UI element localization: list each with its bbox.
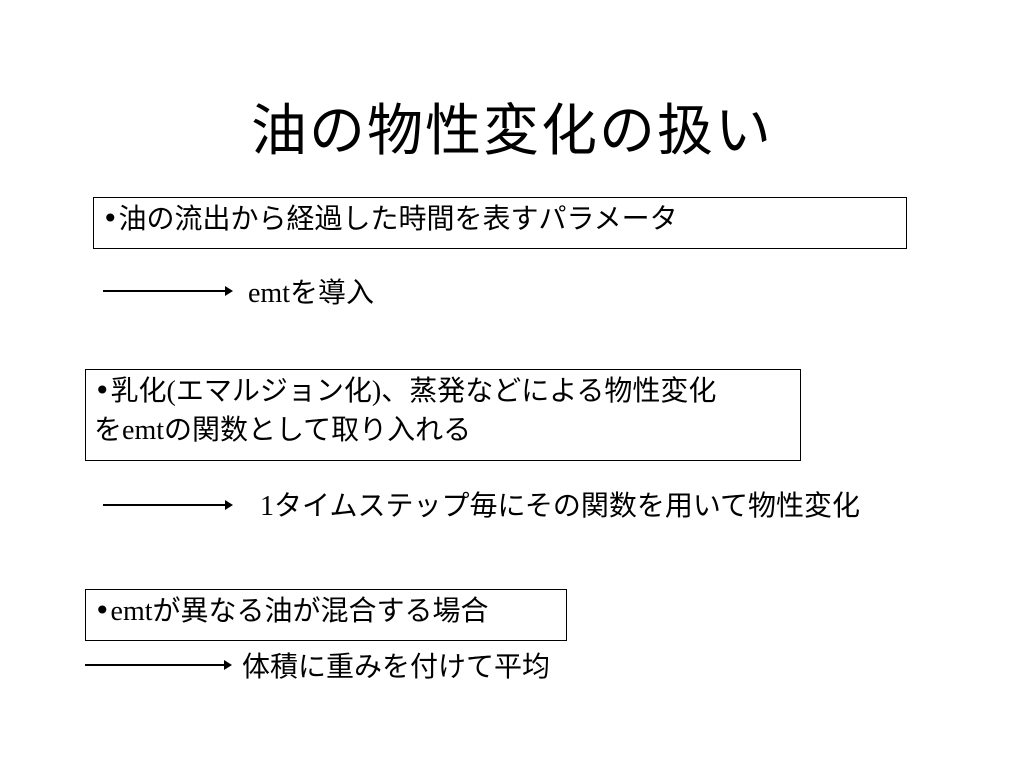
emt-term: emt [122, 415, 165, 446]
bullet-text: が異なる油が混合する場合 [152, 594, 489, 627]
note-text: を導入 [290, 276, 375, 309]
bullet-mark: • [94, 594, 111, 627]
arrow-icon [85, 660, 232, 670]
number-one: 1 [260, 491, 274, 522]
bullet-text: 油の流出から経過した時間を表すパラメータ [118, 202, 678, 235]
text-segment: を [94, 413, 123, 446]
paren-open: ( [166, 376, 176, 407]
bullet-box-emulsification: •乳化(エマルジョン化)、蒸発などによる物性変化 をemtの関数として取り入れる [85, 369, 801, 461]
bullet-mark: • [94, 374, 111, 407]
note-timestep: 1タイムステップ毎にその関数を用いて物性変化 [260, 487, 860, 526]
box2-line2: をemtの関数として取り入れる [94, 411, 792, 450]
note-weighted-average: 体積に重みを付けて平均 [242, 648, 550, 686]
bullet-box-parameter: •油の流出から経過した時間を表すパラメータ [93, 197, 907, 249]
note-emt-introduce: emtを導入 [248, 274, 374, 313]
text-segment: 乳化 [110, 374, 167, 407]
arrow-icon [103, 286, 233, 296]
text-segment: の関数として取り入れる [164, 413, 472, 446]
text-segment: エマルジョン化 [175, 374, 372, 407]
paren-close: ) [371, 376, 382, 407]
emt-term: emt [248, 278, 290, 309]
box2-line1: •乳化(エマルジョン化)、蒸発などによる物性変化 [94, 372, 792, 411]
arrow-icon [103, 500, 233, 510]
note-text: 体積に重みを付けて平均 [242, 650, 551, 683]
note-text: タイムステップ毎にその関数を用いて物性変化 [274, 489, 861, 522]
slide-title: 油の物性変化の扱い [251, 99, 773, 164]
text-segment: 、蒸発などによる物性変化 [381, 374, 717, 407]
bullet-box-mixing: •emtが異なる油が混合する場合 [85, 589, 567, 641]
bullet-mark: • [102, 202, 119, 235]
emt-term: emt [110, 596, 153, 627]
